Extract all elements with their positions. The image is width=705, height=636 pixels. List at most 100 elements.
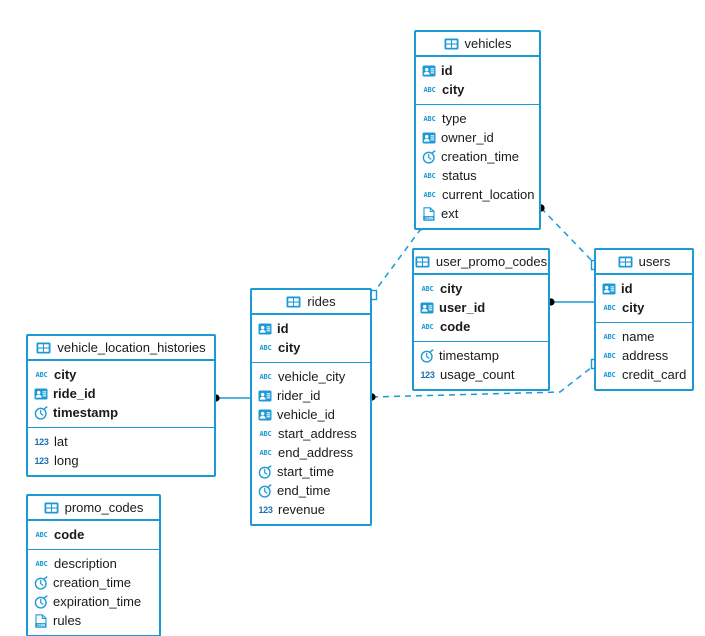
- field-label: name: [622, 329, 655, 344]
- field-start_time[interactable]: start_time: [252, 462, 370, 481]
- field-label: owner_id: [441, 130, 494, 145]
- abc-icon: ABC: [603, 351, 616, 360]
- key-person-icon: [420, 301, 434, 315]
- key-field-code[interactable]: ABC code: [414, 317, 548, 336]
- clock-icon: [34, 405, 48, 420]
- json-icon: JSON: [422, 206, 436, 221]
- field-creation_time[interactable]: creation_time: [416, 147, 539, 166]
- field-label: description: [54, 556, 117, 571]
- relationship-vehicle_location_histories-rides[interactable]: [212, 394, 250, 402]
- clock-icon: [420, 348, 434, 363]
- field-label: city: [440, 281, 463, 296]
- table-icon: [286, 296, 301, 308]
- entity-header-vehicles[interactable]: vehicles: [416, 32, 539, 57]
- field-label: vehicle_city: [278, 369, 346, 384]
- abc-icon: ABC: [423, 85, 436, 94]
- number-icon: 123: [34, 436, 49, 447]
- clock-icon: [258, 464, 272, 479]
- field-expiration_time[interactable]: expiration_time: [28, 592, 159, 611]
- field-creation_time[interactable]: creation_time: [28, 573, 159, 592]
- entity-title: users: [638, 254, 671, 269]
- abc-icon: ABC: [421, 322, 434, 331]
- field-rider_id[interactable]: rider_id: [252, 386, 370, 405]
- field-label: expiration_time: [53, 594, 142, 609]
- json-icon: JSON: [34, 613, 48, 628]
- key-field-ride_id[interactable]: ride_id: [28, 384, 214, 403]
- key-field-user_id[interactable]: user_id: [414, 298, 548, 317]
- field-vehicle_city[interactable]: ABC vehicle_city: [252, 367, 370, 386]
- field-timestamp[interactable]: timestamp: [414, 346, 548, 365]
- key-field-id[interactable]: id: [252, 319, 370, 338]
- abc-icon: ABC: [259, 372, 272, 381]
- field-label: vehicle_id: [277, 407, 335, 422]
- field-owner_id[interactable]: owner_id: [416, 128, 539, 147]
- field-label: current_location: [442, 187, 535, 202]
- field-label: long: [54, 453, 79, 468]
- entity-title: user_promo_codes: [435, 254, 548, 269]
- abc-icon: ABC: [421, 284, 434, 293]
- abc-icon: ABC: [423, 171, 436, 180]
- key-person-icon: [422, 64, 436, 78]
- field-label: start_time: [277, 464, 335, 479]
- abc-icon: ABC: [423, 114, 436, 123]
- field-label: code: [54, 527, 85, 542]
- table-icon: [415, 256, 430, 268]
- entity-title: vehicle_location_histories: [57, 340, 206, 355]
- field-label: end_time: [277, 483, 331, 498]
- entity-header-users[interactable]: users: [596, 250, 692, 275]
- entity-title: rides: [307, 294, 336, 309]
- relationship-user_promo_codes-users[interactable]: [547, 298, 594, 306]
- key-field-city[interactable]: ABC city: [414, 279, 548, 298]
- key-field-id[interactable]: id: [416, 61, 539, 80]
- abc-icon: ABC: [35, 559, 48, 568]
- field-label: code: [440, 319, 471, 334]
- key-person-icon: [34, 387, 48, 401]
- entity-header-rides[interactable]: rides: [252, 290, 370, 315]
- key-field-timestamp[interactable]: timestamp: [28, 403, 214, 422]
- key-person-icon: [422, 131, 436, 145]
- field-vehicle_id[interactable]: vehicle_id: [252, 405, 370, 424]
- field-end_time[interactable]: end_time: [252, 481, 370, 500]
- entity-header-promo_codes[interactable]: promo_codes: [28, 496, 159, 521]
- entity-header-vehicle_location_histories[interactable]: vehicle_location_histories: [28, 336, 214, 361]
- field-label: revenue: [278, 502, 325, 517]
- key-field-id[interactable]: id: [596, 279, 692, 298]
- entity-header-user_promo_codes[interactable]: user_promo_codes: [414, 250, 548, 275]
- field-label: id: [441, 63, 453, 78]
- table-icon: [444, 38, 459, 50]
- field-label: start_address: [278, 426, 357, 441]
- field-description[interactable]: ABC description: [28, 554, 159, 573]
- clock-icon: [34, 594, 48, 609]
